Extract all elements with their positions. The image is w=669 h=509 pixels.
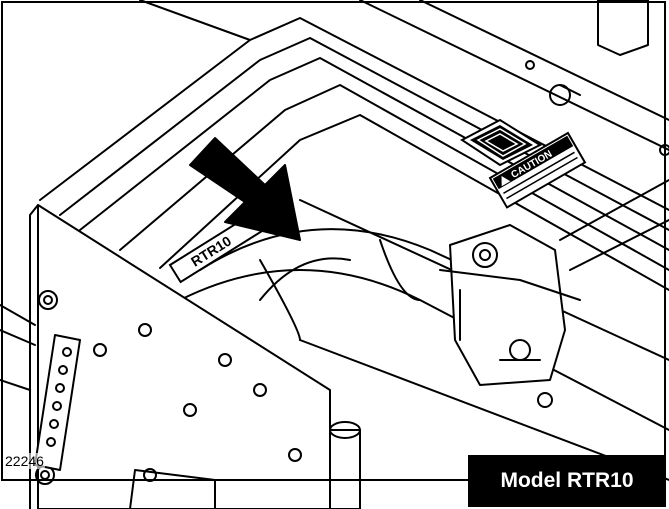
model-label: Model RTR10 (468, 455, 666, 507)
flag-decal (460, 118, 543, 167)
bracket-assembly (439, 179, 669, 408)
panel-decal: RTR10 (168, 210, 267, 284)
upright-post (525, 0, 669, 156)
warning-triangle-icon (501, 175, 511, 187)
figure-number: 22246 (4, 453, 45, 469)
upper-rail (39, 0, 669, 291)
arrow-icon (189, 137, 301, 241)
left-linkage (0, 304, 36, 391)
side-plate (29, 204, 361, 509)
